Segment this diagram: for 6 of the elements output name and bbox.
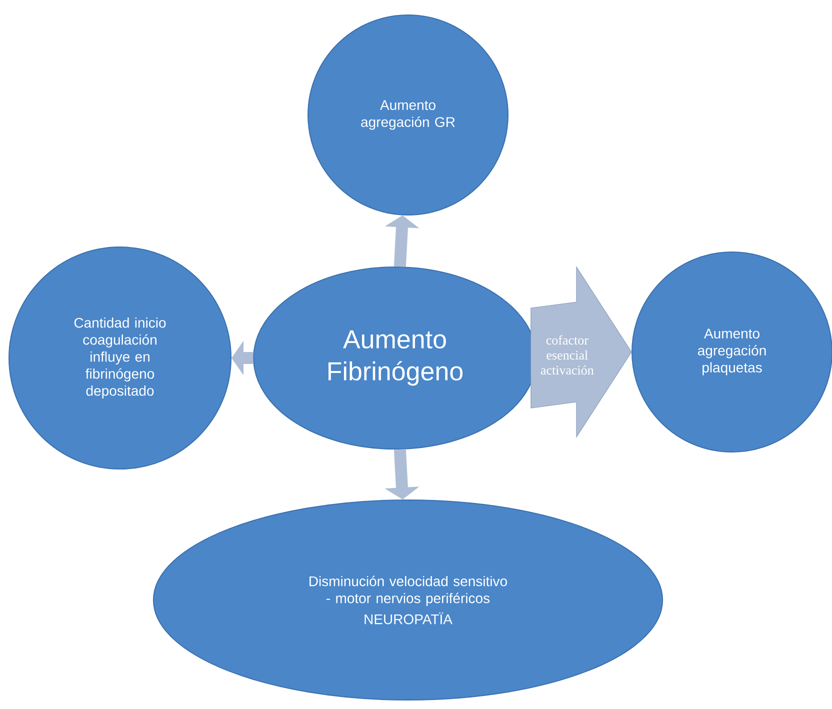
circle-node: Aumento agregación GR	[308, 14, 508, 216]
ellipse-node: Disminución velocidad sensitivo - motor nervios periféricos NEUROPATÏA	[152, 500, 664, 700]
ellipse-node: Aumento Fibrinógeno	[253, 266, 537, 450]
edge-label: cofactor esencial activación	[540, 335, 594, 375]
circle-node: Aumento agregación plaquetas	[632, 252, 832, 452]
circle-node: Cantidad inicio coagulación influye en fibrinógeno depositado	[8, 246, 232, 470]
